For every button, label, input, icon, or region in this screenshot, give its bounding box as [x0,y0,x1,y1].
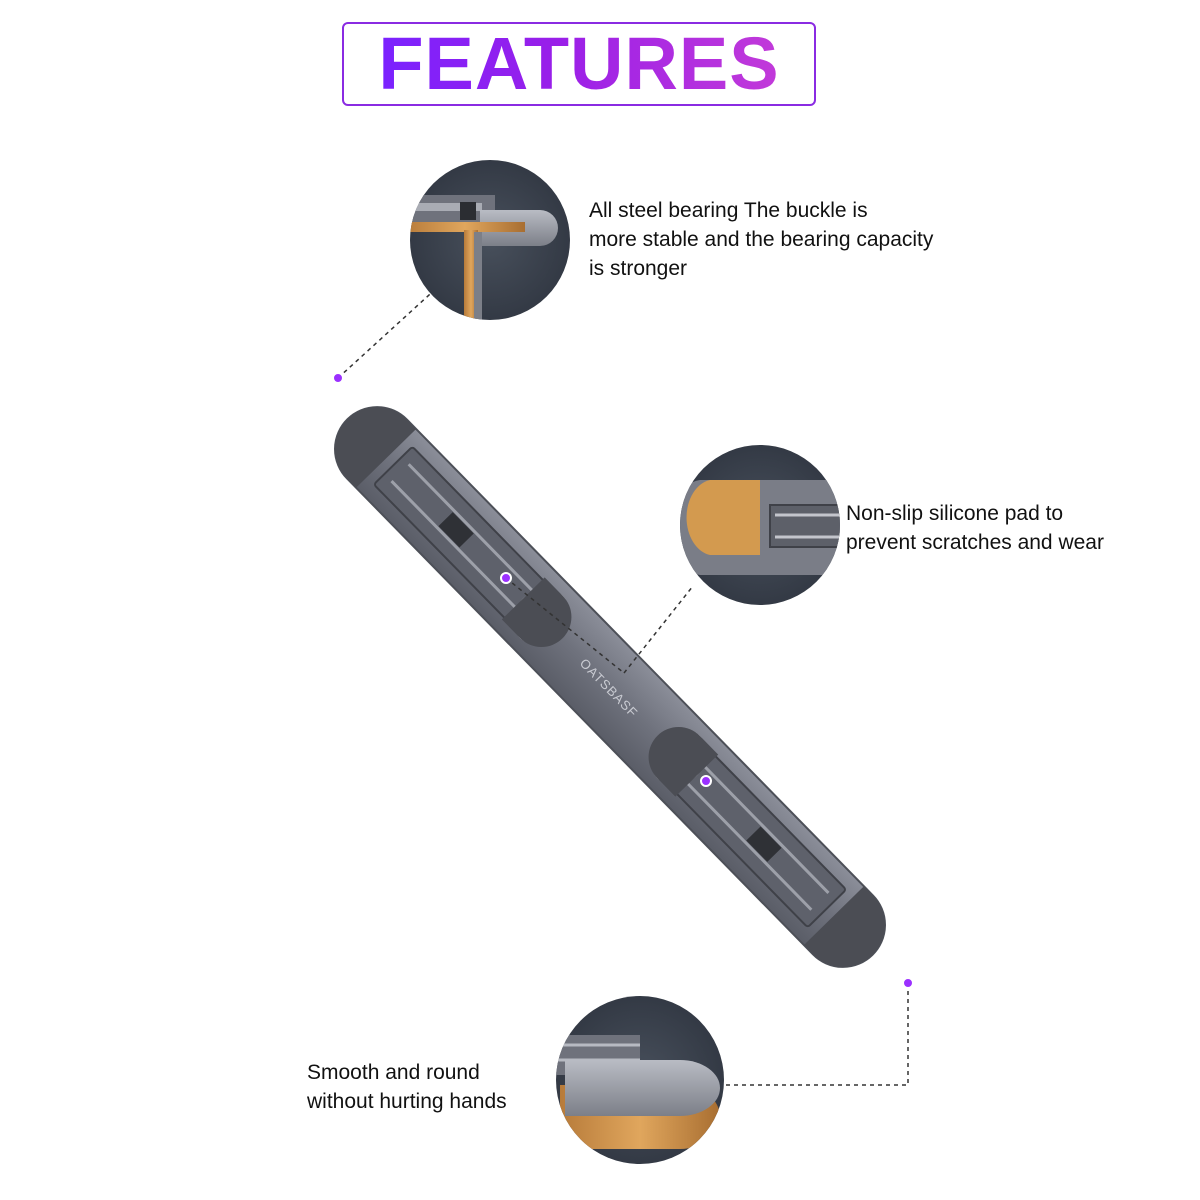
end-pad-top [317,389,418,491]
zoom-steel-bearing [410,160,570,320]
marker-dot [500,572,512,584]
marker-dots [332,372,914,989]
title-banner: FEATURES [342,22,816,106]
page-title: FEATURES [378,22,780,105]
marker-dot [700,775,712,787]
feature-caption-steel-bearing: All steel bearing The buckle is more sta… [589,199,934,280]
feature-caption-silicone-pad: Non-slip silicone pad to prevent scratch… [846,502,1104,554]
marker-dot [332,372,344,384]
feature-caption-round-edge: Smooth and round without hurting hands [307,1061,507,1113]
laptop-stand: OATSBASF [317,389,903,985]
zoom-silicone-pad [680,445,840,605]
connector-lines [337,284,909,1086]
marker-dot [902,977,914,989]
zoom-round-edge [556,996,724,1164]
